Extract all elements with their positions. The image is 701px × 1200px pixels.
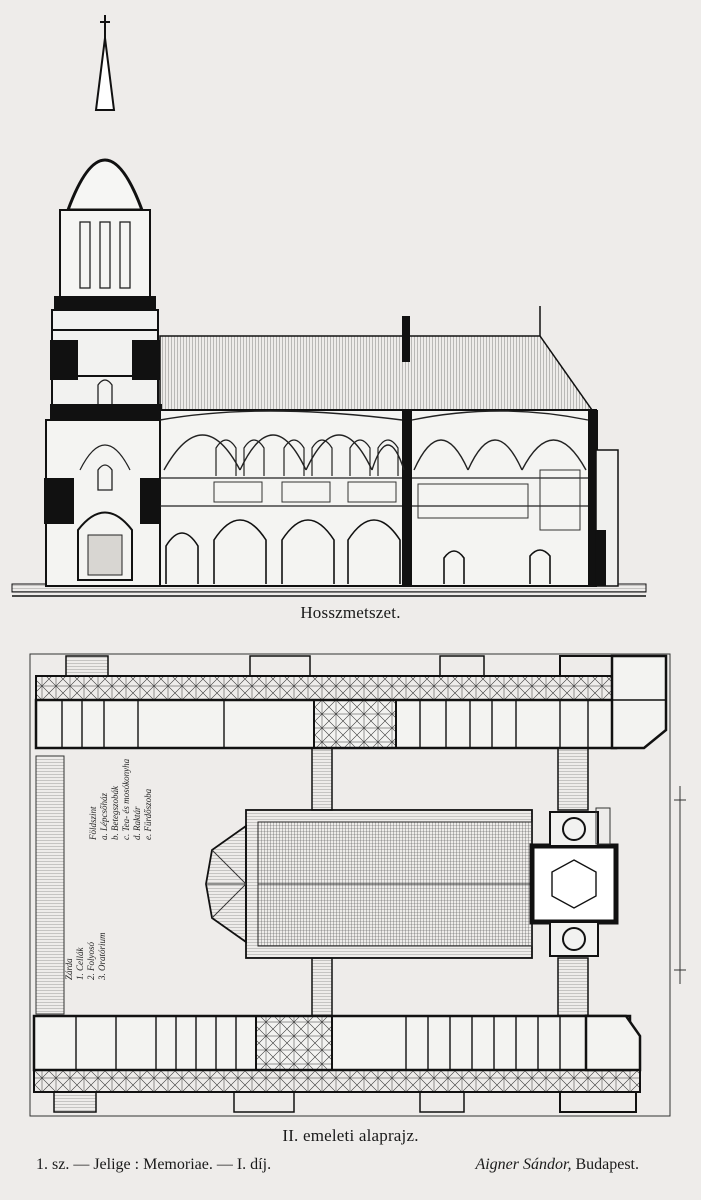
legend-wing-item: 3. Oratórium [97,932,107,980]
legend-wing-item: 2. Folyosó [86,942,96,980]
legend-floor-item: c. Tea- és mosókonyha [121,758,131,840]
legend-floor-item: b. Betegszobák [110,786,120,840]
legend-floor-item: d. Raktár [132,806,142,841]
tower [44,15,170,587]
author-credit: Aigner Sándor, Budapest. [475,1156,639,1174]
author-city: Budapest. [575,1156,639,1173]
floor-plan [29,653,686,1117]
legend-floor-item: e. Fürdőszoba [143,788,153,840]
vault-arches [159,410,589,471]
ground-arcade [165,519,551,584]
legend-wing: Zárda 1. Cellák 2. Folyosó 3. Oratórium [64,932,108,980]
bottom-wing [32,1014,642,1113]
section-caption: Hosszmetszet. [300,603,401,622]
author-name: Aigner Sándor, [475,1156,572,1173]
legend-floor-item: a. Lépcsőház [99,793,109,840]
longitudinal-section [11,15,647,597]
top-wing [34,654,668,750]
legend-wing-item: 1. Cellák [75,947,85,981]
plan-caption: II. emeleti alaprajz. [282,1126,419,1145]
triforium [213,469,581,531]
legend-wing-title: Zárda [64,958,74,980]
legend-floor-title: Földszint [88,806,98,840]
church-plan [205,807,619,959]
entry-info: 1. sz. — Jelige : Memoriae. — I. díj. [36,1156,272,1173]
legend-floor: Földszint a. Lépcsőház b. Betegszobák c.… [88,759,154,840]
clerestory-windows [215,439,399,476]
